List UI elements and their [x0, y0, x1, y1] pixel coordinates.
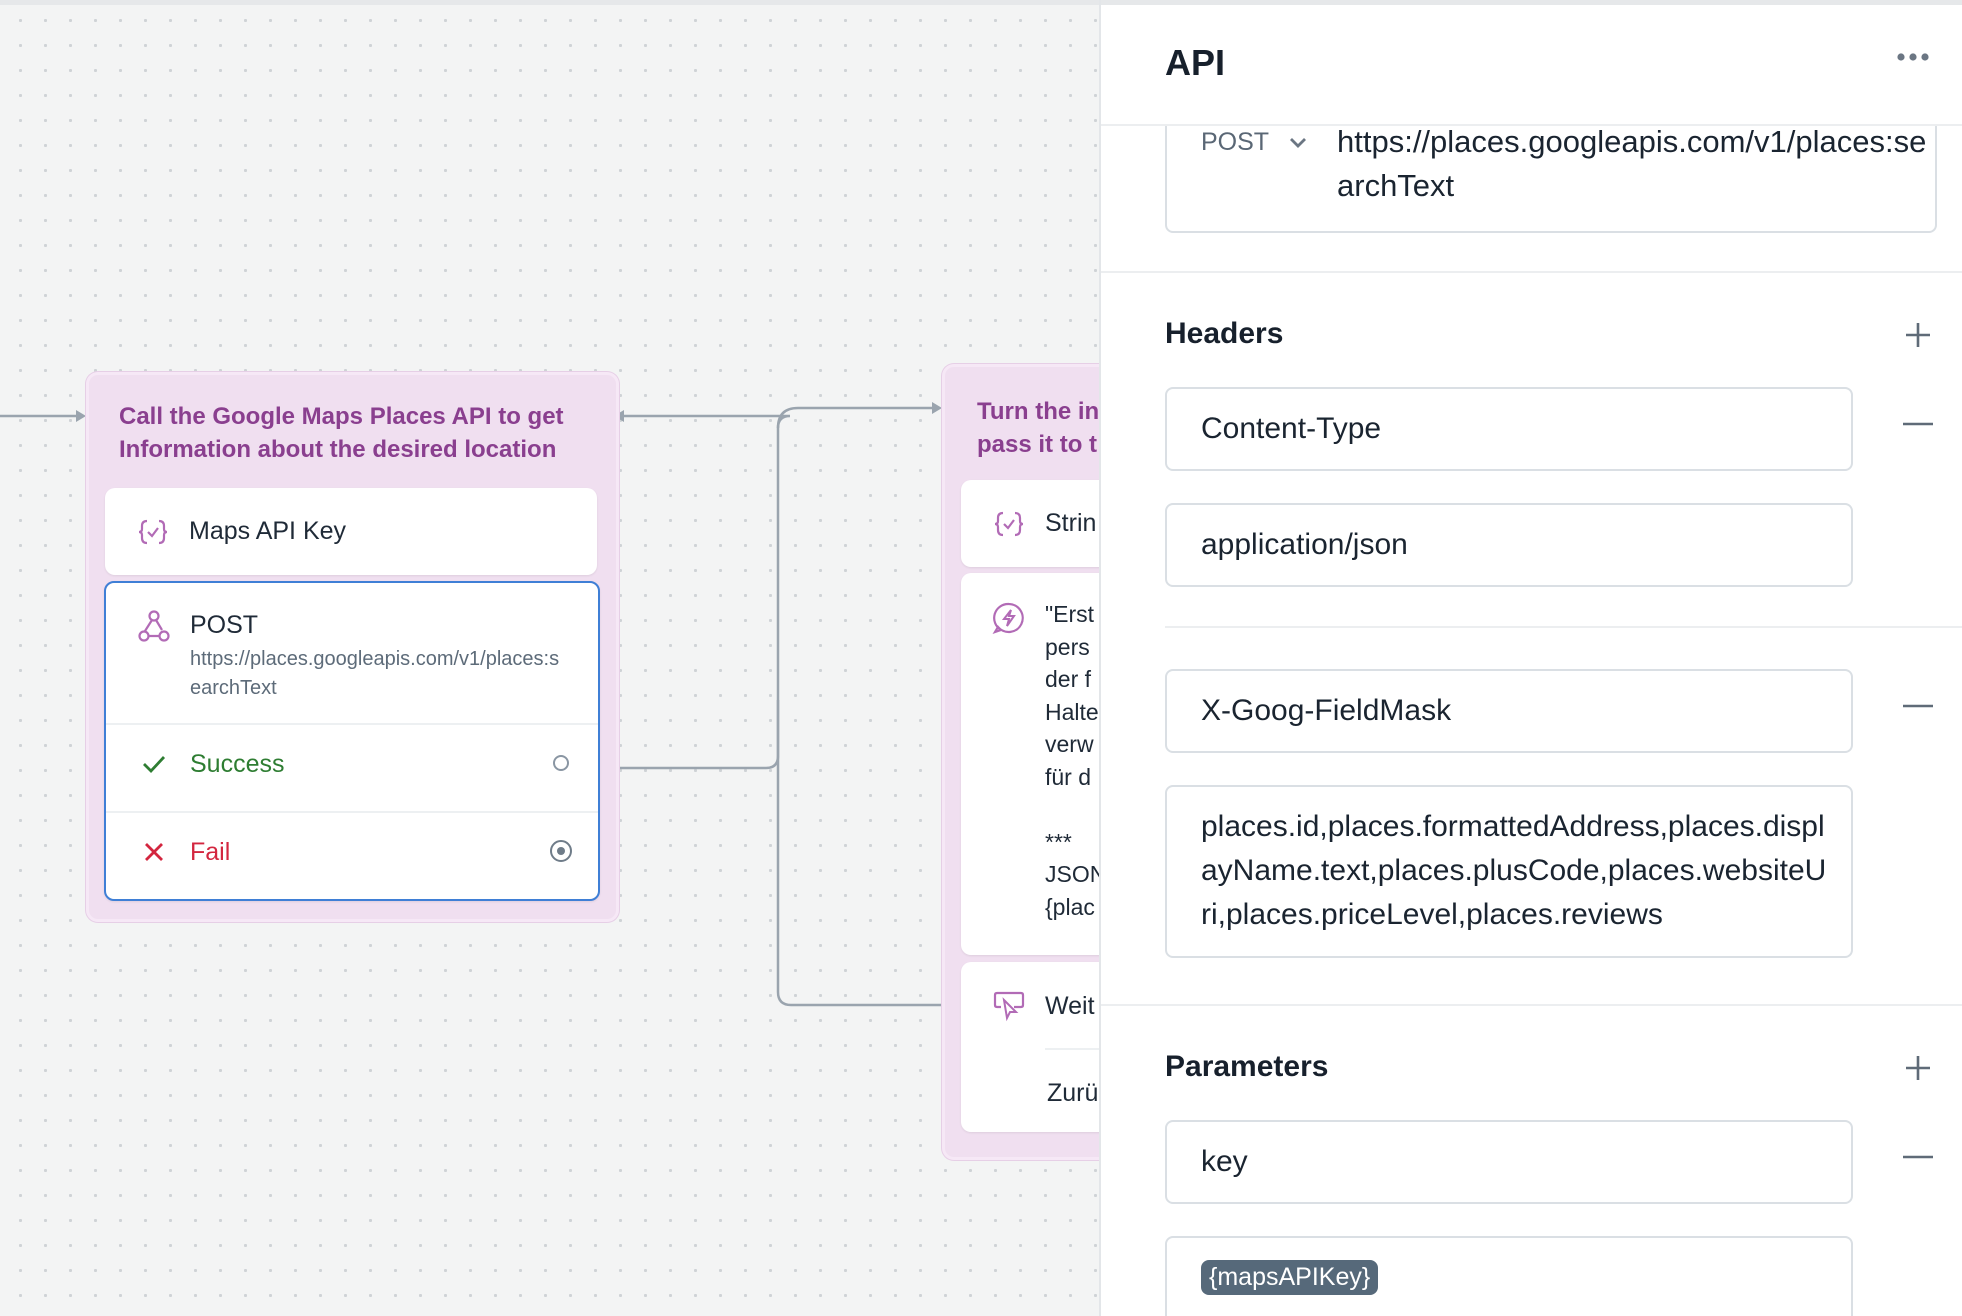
webhook-icon — [138, 610, 170, 642]
header-key-text: X-Goog-FieldMask — [1201, 694, 1452, 727]
prompt-text: "Erst pers der f Halte verw für d *** JSON {plac — [1045, 598, 1099, 923]
section-divider — [1101, 1004, 1962, 1006]
success-label: Success — [190, 750, 285, 778]
remove-parameter-icon[interactable] — [1903, 1155, 1933, 1159]
remove-header-icon[interactable] — [1903, 422, 1933, 426]
panel-top-border — [1101, 0, 1962, 5]
prompt-card[interactable]: "Erst pers der f Halte verw für d *** JSON {plac — [961, 573, 1099, 955]
weiter-card[interactable]: Weit Zurü — [961, 962, 1099, 1132]
header-value-field[interactable]: places.id,places.formattedAddress,places… — [1165, 785, 1853, 958]
prompt-line: pers — [1045, 633, 1090, 660]
to-node2-connector — [776, 406, 935, 429]
ai-prompt-node[interactable]: Turn the in pass it to t Strin "Erst pers… — [942, 364, 1099, 1160]
node-title-line1: Turn the in — [977, 398, 1099, 425]
zurueck-label: Zurü — [1047, 1079, 1099, 1107]
card-divider — [106, 811, 598, 813]
header-key-field[interactable]: Content-Type — [1165, 387, 1853, 471]
panel-header: API — [1101, 0, 1962, 126]
card-divider — [1045, 1048, 1099, 1050]
success-connector — [597, 414, 791, 770]
more-horizontal-icon[interactable] — [1896, 52, 1930, 62]
fail-port-icon[interactable] — [548, 838, 574, 864]
headers-label: Headers — [1165, 317, 1284, 350]
fail-label: Fail — [190, 838, 231, 866]
prompt-line: {plac — [1045, 893, 1095, 920]
header-value-field[interactable]: application/json — [1165, 503, 1853, 587]
chevron-down-icon[interactable] — [1288, 136, 1308, 150]
maps-api-key-card[interactable]: Maps API Key — [105, 488, 597, 575]
parameter-value-field[interactable]: {mapsAPIKey} — [1165, 1236, 1853, 1316]
url-input[interactable]: https://places.googleapis.com/v1/places:… — [1337, 124, 1927, 203]
prompt-line: "Erst — [1045, 601, 1095, 627]
variable-braces-icon — [994, 511, 1024, 537]
success-port-icon[interactable] — [551, 753, 571, 773]
weiter-connector — [776, 700, 960, 1007]
prompt-line — [1045, 793, 1099, 826]
node-title-line2: pass it to t — [977, 431, 1098, 458]
ai-spark-icon — [992, 602, 1024, 634]
card-label: Maps API Key — [189, 517, 347, 545]
checkmark-icon — [143, 756, 166, 774]
header-key-field[interactable]: X-Goog-FieldMask — [1165, 669, 1853, 753]
variable-chip[interactable]: {mapsAPIKey} — [1201, 1260, 1379, 1295]
api-settings-panel: API POST https://places.googleapis.com/v… — [1099, 0, 1962, 1316]
connector-lines — [0, 402, 960, 1007]
canvas-top-border — [0, 0, 1099, 5]
card-label: Strin — [1045, 509, 1097, 537]
panel-title: API — [1165, 42, 1226, 83]
close-x-icon — [145, 843, 163, 861]
parameter-key-text: key — [1201, 1145, 1248, 1178]
prompt-line: Halte — [1045, 698, 1099, 725]
header-value-text: places.id,places.formattedAddress,places… — [1201, 810, 1827, 931]
remove-header-icon[interactable] — [1903, 704, 1933, 708]
parameters-label: Parameters — [1165, 1050, 1329, 1083]
arrowhead-node2-in — [932, 402, 942, 414]
prompt-line: JSON — [1045, 861, 1099, 887]
header-key-text: Content-Type — [1201, 412, 1382, 445]
arrowhead-node1-return — [614, 410, 624, 422]
parameter-key-field[interactable]: key — [1165, 1120, 1853, 1204]
add-parameter-icon[interactable] — [1903, 1053, 1933, 1083]
card-divider — [106, 723, 598, 725]
string-card[interactable]: Strin — [961, 480, 1099, 567]
header-divider — [1165, 626, 1962, 628]
flow-canvas[interactable]: Call the Google Maps Places API to get I… — [0, 0, 1099, 1316]
header-value-text: application/json — [1201, 528, 1408, 561]
api-request-card[interactable]: POST https://places.googleapis.com/v1/pl… — [104, 581, 600, 901]
prompt-line: für d — [1045, 763, 1092, 790]
request-url: https://places.googleapis.com/v1/places:… — [190, 648, 560, 699]
api-call-node[interactable]: Call the Google Maps Places API to get I… — [86, 372, 619, 922]
prompt-line: der f — [1045, 666, 1092, 692]
arrowhead-node1-in — [76, 410, 86, 422]
add-header-icon[interactable] — [1903, 320, 1933, 350]
node-title: Call the Google Maps Places API to get I… — [119, 403, 564, 463]
prompt-line: verw — [1045, 731, 1094, 757]
weiter-label: Weit — [1045, 992, 1095, 1020]
ai-cursor-icon — [993, 991, 1025, 1022]
section-divider — [1101, 271, 1962, 273]
prompt-line: *** — [1045, 828, 1072, 855]
method-select-value[interactable]: POST — [1201, 128, 1270, 156]
request-method: POST — [190, 611, 259, 639]
variable-braces-icon — [138, 519, 168, 545]
